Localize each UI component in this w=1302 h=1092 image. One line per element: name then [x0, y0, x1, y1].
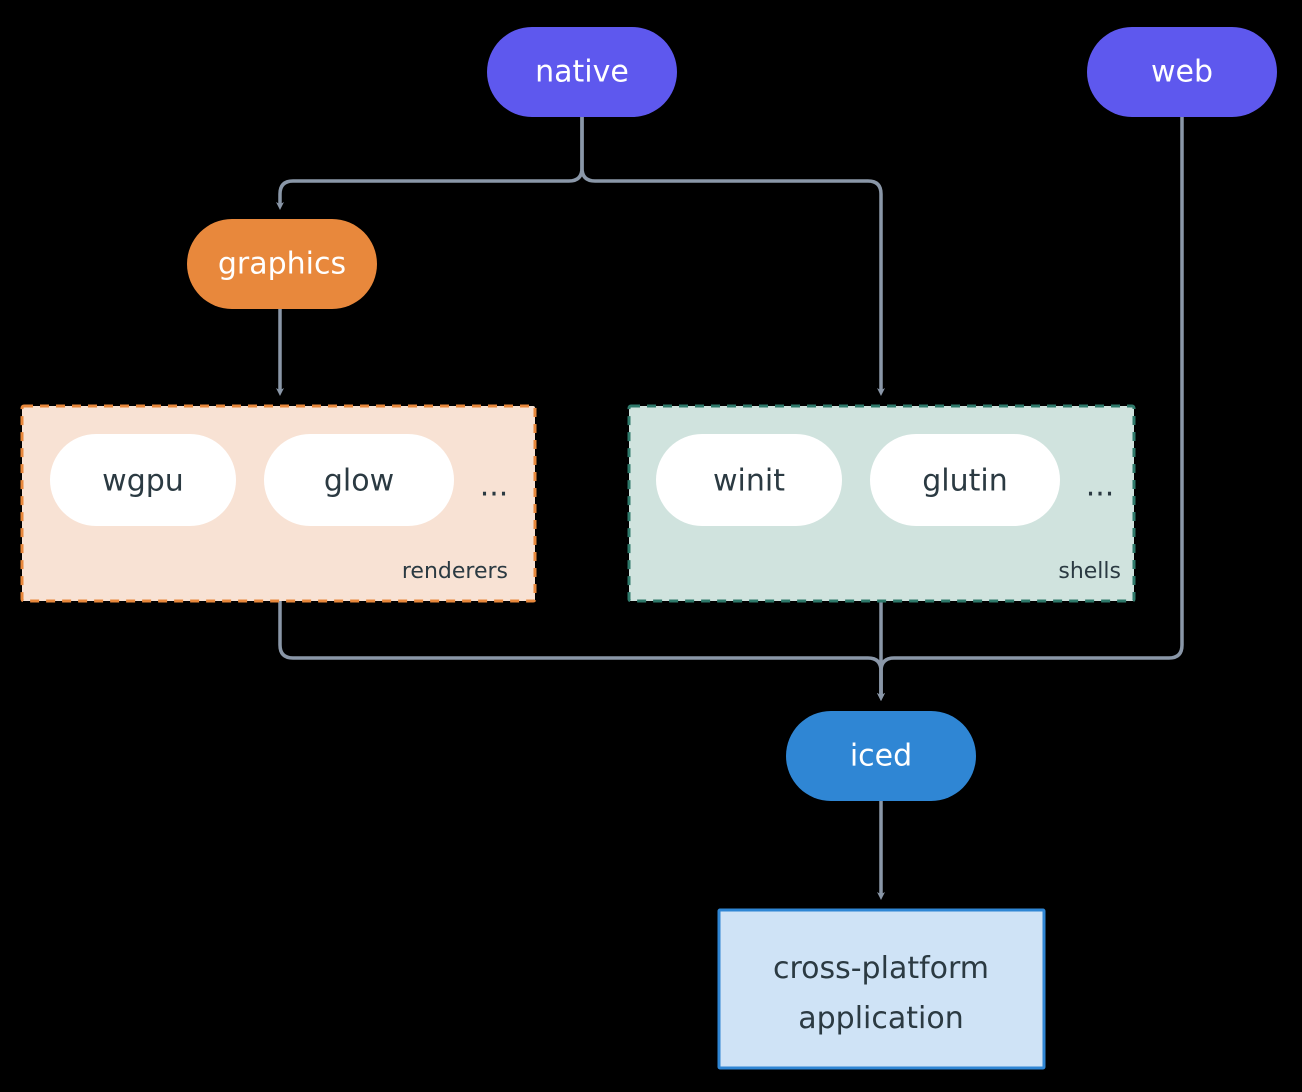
node-winit[interactable]: winit — [656, 434, 842, 526]
application-label-line1: cross-platform — [773, 951, 989, 986]
node-graphics-label: graphics — [218, 247, 346, 282]
node-web[interactable]: web — [1087, 27, 1277, 117]
node-wgpu-label: wgpu — [102, 464, 184, 499]
edge-layer — [276, 117, 1184, 900]
node-cross-platform-application[interactable]: cross-platform application — [717, 908, 1046, 1070]
group-renderers: wgpu glow ... renderers — [20, 404, 537, 603]
node-glow-label: glow — [324, 464, 394, 499]
edge-web-to-iced — [877, 117, 1184, 701]
node-glutin-label: glutin — [922, 464, 1008, 499]
node-iced[interactable]: iced — [786, 711, 976, 801]
node-wgpu[interactable]: wgpu — [50, 434, 236, 526]
node-wgpu-shape — [50, 434, 236, 526]
node-native[interactable]: native — [487, 27, 677, 117]
application-box-shape — [717, 908, 1046, 1070]
shells-ellipsis: ... — [1086, 469, 1115, 504]
node-web-shape — [1087, 27, 1277, 117]
node-graphics[interactable]: graphics — [187, 219, 377, 309]
node-glutin-shape — [870, 434, 1060, 526]
node-winit-shape — [656, 434, 842, 526]
application-label-line2: application — [798, 1001, 963, 1036]
node-glow-shape — [264, 434, 454, 526]
node-native-label: native — [535, 55, 629, 90]
edge-native-to-graphics — [276, 117, 584, 210]
edge-native-to-shells — [580, 117, 885, 396]
node-native-shape — [487, 27, 677, 117]
node-graphics-shape — [187, 219, 377, 309]
node-glow[interactable]: glow — [264, 434, 454, 526]
node-glutin[interactable]: glutin — [870, 434, 1060, 526]
node-web-label: web — [1151, 55, 1213, 90]
group-renderers-caption: renderers — [402, 559, 508, 584]
group-shells-caption: shells — [1058, 559, 1121, 584]
node-iced-shape — [786, 711, 976, 801]
node-winit-label: winit — [713, 464, 785, 499]
group-shells: winit glutin ... shells — [627, 404, 1136, 603]
renderers-ellipsis: ... — [480, 469, 509, 504]
edge-renderers-to-iced — [278, 601, 885, 701]
node-iced-label: iced — [850, 739, 912, 774]
